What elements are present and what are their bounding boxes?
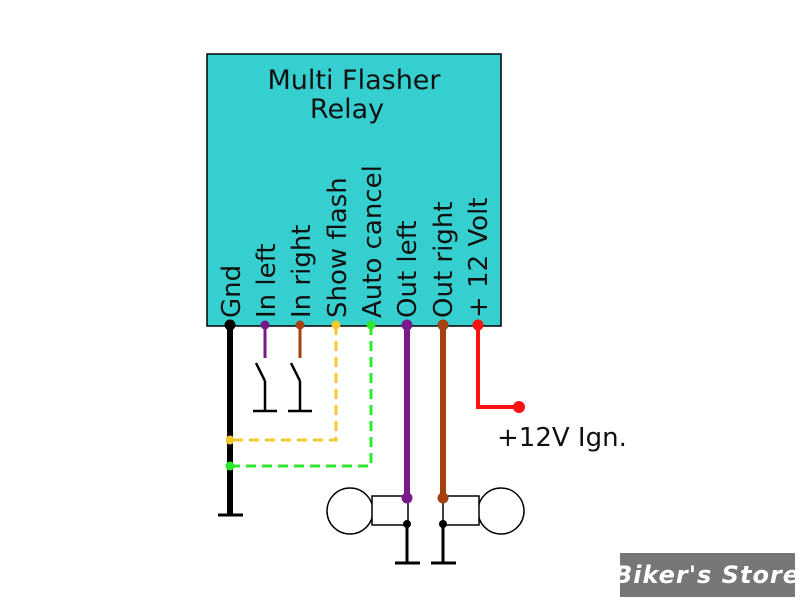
ignition-label: +12V Ign. [497, 423, 627, 453]
show-flash-pin-dot [331, 320, 341, 330]
left-lamp-bulb [326, 487, 374, 535]
pin-label-out-right: Out right [429, 202, 459, 319]
auto-cancel-pin-dot [366, 320, 376, 330]
relay-title-line1: Multi Flasher [267, 65, 441, 96]
relay-title-line2: Relay [310, 94, 384, 125]
auto-cancel-gnd-junction [225, 461, 235, 471]
pin-label-in-left: In left [252, 243, 282, 318]
plus-12v-terminal-dot [513, 401, 525, 413]
pin-label-gnd: Gnd [217, 265, 247, 318]
out-left-pin-dot [401, 319, 413, 331]
in-right-switch-blade [289, 362, 302, 382]
pin-label-show-flash: Show flash [323, 177, 353, 318]
in-left-pin-dot [260, 320, 270, 330]
right-lamp-bulb [477, 487, 525, 535]
left-lamp-ground-dot [403, 520, 411, 528]
pin-label-auto-cancel: Auto cancel [358, 165, 388, 318]
show-flash-wire [230, 325, 338, 442]
out-left-lamp-dot [401, 492, 413, 504]
plus-12v-wire [476, 325, 519, 409]
out-right-lamp-dot [437, 492, 449, 504]
left-lamp-socket [371, 495, 409, 526]
out-right-pin-dot [437, 319, 449, 331]
plus-12v-pin-dot [472, 319, 484, 331]
gnd-pin-dot [224, 319, 236, 331]
right-lamp-socket [442, 495, 480, 526]
pin-label-plus-12v: + 12 Volt [464, 198, 494, 319]
pin-label-out-left: Out left [393, 220, 423, 318]
right-lamp-ground-dot [439, 520, 447, 528]
in-right-pin-dot [295, 320, 305, 330]
pin-label-in-right: In right [287, 224, 317, 318]
show-flash-gnd-junction [225, 435, 235, 445]
store-logo-text: Biker's Store [614, 561, 800, 589]
in-left-switch-blade [254, 362, 267, 382]
store-badge [620, 553, 795, 597]
relay-box [206, 53, 502, 327]
